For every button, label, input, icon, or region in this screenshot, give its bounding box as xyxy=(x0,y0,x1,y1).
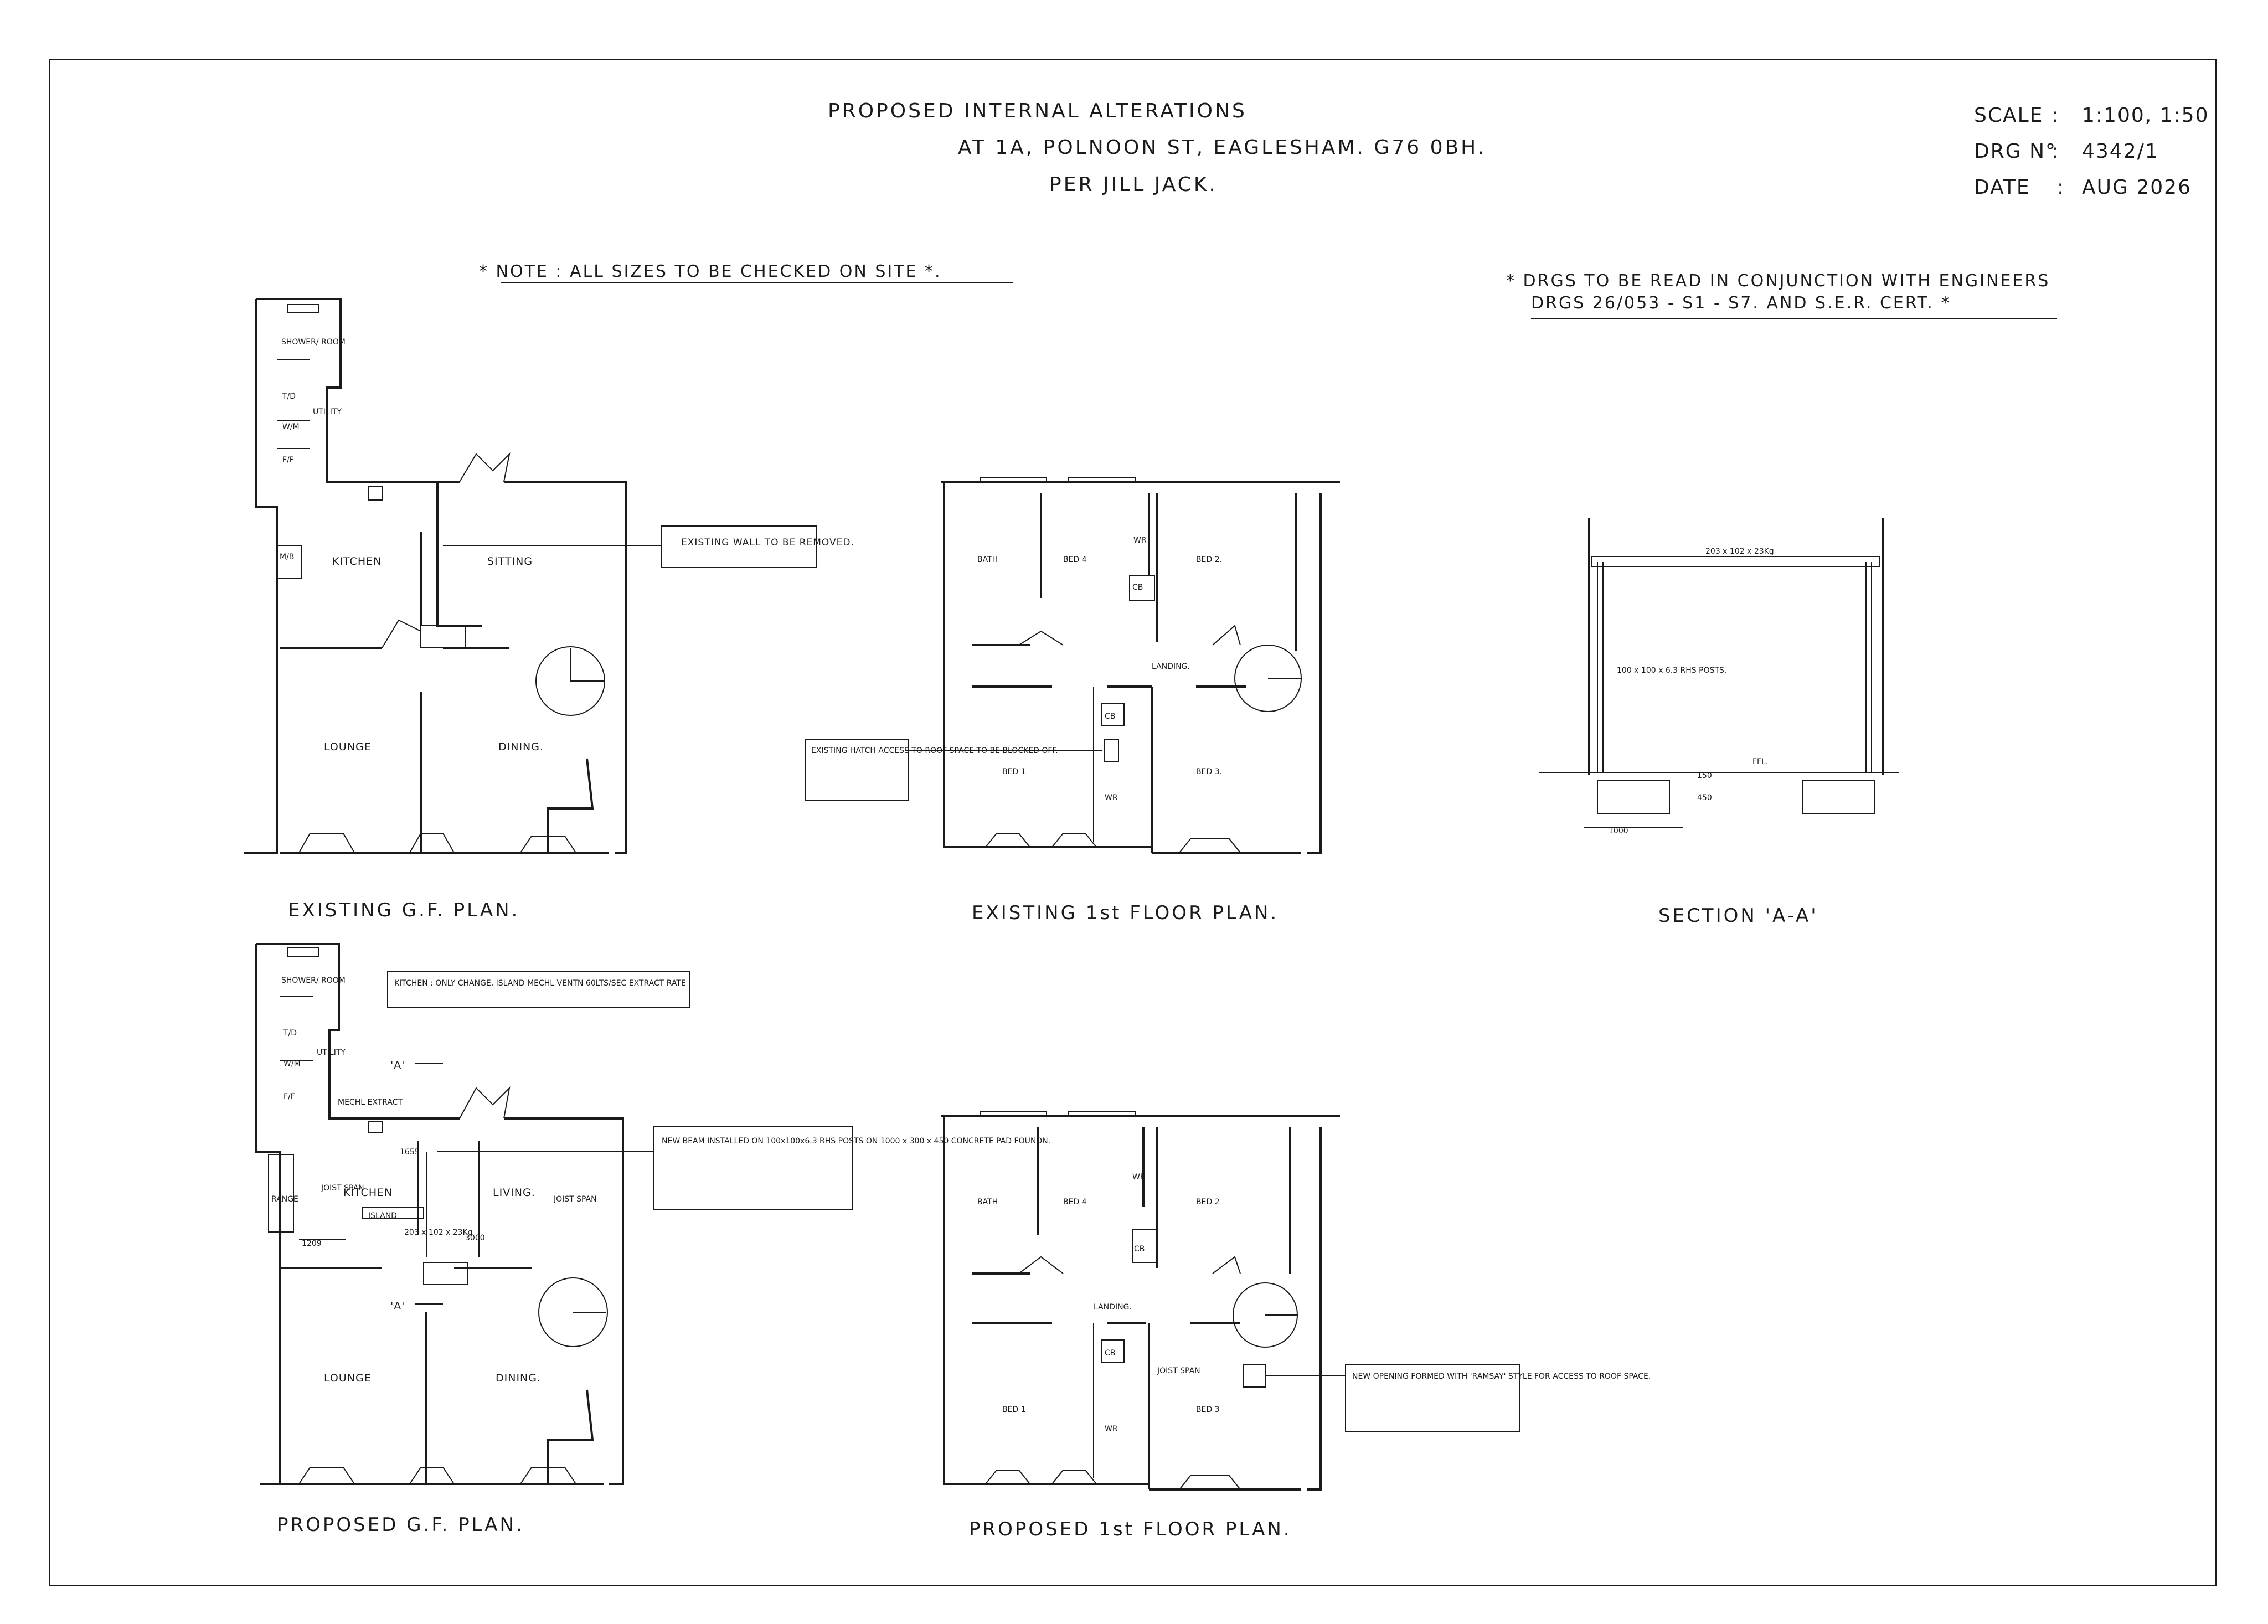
living-label: LIVING. xyxy=(493,1187,535,1199)
wr-label: WR xyxy=(1132,1173,1146,1182)
bed2-label: BED 2. xyxy=(1196,555,1222,564)
scale-value: 1:100, 1:50 xyxy=(2082,104,2209,127)
joist-label: JOIST SPAN xyxy=(1157,1367,1200,1375)
section-title: SECTION 'A-A' xyxy=(1658,905,1818,927)
bed3-label: BED 3 xyxy=(1196,1405,1220,1414)
td-label: T/D xyxy=(283,1029,297,1038)
wr2-label: WR xyxy=(1105,1425,1118,1434)
existing-gf-title: EXISTING G.F. PLAN. xyxy=(288,899,519,921)
proposed-gf-title: PROPOSED G.F. PLAN. xyxy=(277,1514,524,1536)
drg-value: 4342/1 xyxy=(2082,140,2159,163)
title-line-1: PROPOSED INTERNAL ALTERATIONS xyxy=(828,100,1247,122)
bed3-label: BED 3. xyxy=(1196,767,1222,776)
svg-text::: : xyxy=(2057,176,2065,199)
callout-beam: NEW BEAM INSTALLED ON 100x100x6.3 RHS PO… xyxy=(662,1137,1050,1146)
beam-label: 203 x 102 x 23Kg xyxy=(404,1228,473,1237)
range-label: RANGE xyxy=(271,1195,298,1204)
dim-150-label: 150 xyxy=(1697,771,1712,780)
shower-label: SHOWER/ ROOM xyxy=(281,338,346,347)
cb2-label: CB xyxy=(1105,1349,1115,1358)
proposed-ff-title: PROPOSED 1st FLOOR PLAN. xyxy=(969,1518,1292,1540)
scale-label: SCALE xyxy=(1974,104,2043,127)
beam-label: 203 x 102 x 23Kg xyxy=(1705,547,1774,556)
cb2-label: CB xyxy=(1105,712,1115,721)
sheet-border xyxy=(49,59,2217,1586)
dining-label: DINING. xyxy=(498,741,544,753)
existing-gf-plan: SHOWER/ ROOM T/D W/M F/F UTILITY M/B KIT… xyxy=(244,298,854,921)
cb-label: CB xyxy=(1132,583,1143,592)
landing-label: LANDING. xyxy=(1152,662,1190,671)
wr-label: WR xyxy=(1133,536,1147,545)
td-label: T/D xyxy=(282,392,296,401)
ff-label: F/F xyxy=(282,456,294,465)
section-mark-bottom: 'A' xyxy=(390,1300,405,1312)
callout-opening: NEW OPENING FORMED WITH 'RAMSAY' STYLE F… xyxy=(1352,1372,1651,1381)
shower-label: SHOWER/ ROOM xyxy=(281,976,346,985)
island-label: ISLAND xyxy=(368,1211,397,1220)
utility-label: UTILITY xyxy=(317,1048,346,1057)
d1655-label: 1655 xyxy=(400,1148,420,1157)
posts-label: 100 x 100 x 6.3 RHS POSTS. xyxy=(1617,666,1726,675)
wm-label: W/M xyxy=(282,422,300,431)
joist-label: JOIST SPAN xyxy=(321,1184,364,1193)
lounge-label: LOUNGE xyxy=(324,1372,372,1384)
mech-label: MECHL EXTRACT xyxy=(338,1098,403,1107)
d3000-label: 3000 xyxy=(465,1234,485,1243)
svg-text::: : xyxy=(2051,104,2059,127)
bed4-label: BED 4 xyxy=(1063,555,1087,564)
title-line-2: AT 1A, POLNOON ST, EAGLESHAM. G76 0BH. xyxy=(958,136,1486,159)
existing-ff-plan: BATH BED 4 WR BED 2. CB LANDING. CB BED … xyxy=(805,477,1340,924)
ffl-label: FFL. xyxy=(1752,757,1768,766)
dim-450-label: 450 xyxy=(1697,793,1712,802)
bed2-label: BED 2 xyxy=(1196,1198,1220,1207)
sitting-label: SITTING xyxy=(487,555,533,568)
proposed-ff-plan: BATH BED 4 WR BED 2 CB LANDING. CB BED 1… xyxy=(941,1111,1651,1540)
kitchen-label: KITCHEN xyxy=(332,555,382,568)
note-engineers-2: DRGS 26/053 - S1 - S7. AND S.E.R. CERT. … xyxy=(1531,293,1951,313)
ff-label: F/F xyxy=(284,1092,295,1101)
dining-label: DINING. xyxy=(496,1372,541,1384)
bath-label: BATH xyxy=(977,1198,998,1207)
wm-label: W/M xyxy=(284,1059,301,1068)
title-line-3: PER JILL JACK. xyxy=(1049,173,1218,196)
section-mark-top: 'A' xyxy=(390,1059,405,1071)
drg-label: DRG N° xyxy=(1974,140,2056,163)
mb-label: M/B xyxy=(280,553,294,561)
title-block: PROPOSED INTERNAL ALTERATIONS AT 1A, POL… xyxy=(828,100,1486,196)
bath-label: BATH xyxy=(977,555,998,564)
bed1-label: BED 1 xyxy=(1002,1405,1026,1414)
lounge-label: LOUNGE xyxy=(324,741,372,753)
svg-text::: : xyxy=(2051,140,2059,163)
date-value: AUG 2026 xyxy=(2082,176,2192,199)
existing-ff-title: EXISTING 1st FLOOR PLAN. xyxy=(972,902,1279,924)
note-sizes: * NOTE : ALL SIZES TO BE CHECKED ON SITE… xyxy=(479,262,942,281)
bed1-label: BED 1 xyxy=(1002,767,1026,776)
callout-hatch: EXISTING HATCH ACCESS TO ROOF SPACE TO B… xyxy=(811,746,1058,755)
landing-label: LANDING. xyxy=(1094,1303,1132,1312)
section-a-a: 203 x 102 x 23Kg 100 x 100 x 6.3 RHS POS… xyxy=(1539,518,1899,927)
kitchen-label: KITCHEN xyxy=(343,1187,393,1199)
utility-label: UTILITY xyxy=(313,408,342,416)
joist-label: JOIST SPAN xyxy=(553,1195,597,1204)
bed4-label: BED 4 xyxy=(1063,1198,1087,1207)
callout-wall-removed: EXISTING WALL TO BE REMOVED. xyxy=(681,537,854,548)
note-engineers-1: * DRGS TO BE READ IN CONJUNCTION WITH EN… xyxy=(1506,271,2050,291)
cb-label: CB xyxy=(1134,1245,1145,1254)
drawing-meta: SCALE : 1:100, 1:50 DRG N° : 4342/1 DATE… xyxy=(1974,104,2209,199)
callout-kitchen: KITCHEN : ONLY CHANGE, ISLAND MECHL VENT… xyxy=(394,979,686,988)
dim-1000-label: 1000 xyxy=(1609,827,1628,836)
d1209-label: 1209 xyxy=(302,1239,322,1248)
wr2-label: WR xyxy=(1105,793,1118,802)
proposed-gf-plan: SHOWER/ ROOM T/D W/M F/F UTILITY MECHL E… xyxy=(255,943,1050,1536)
date-label: DATE xyxy=(1974,176,2030,199)
